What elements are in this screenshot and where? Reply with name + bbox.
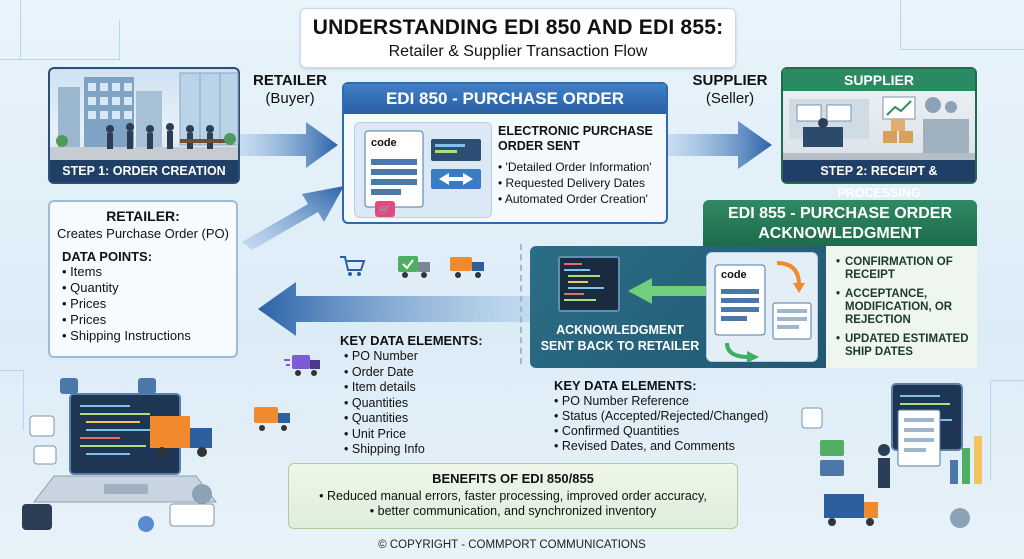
edi850-illustration: 🛒 code [354,122,492,218]
circuit-trace [0,370,24,430]
arrow-left-icon [258,282,532,336]
edi855-list: CONFIRMATION OF RECEIPT ACCEPTANCE, MODI… [836,256,971,359]
benefits-line2: • better communication, and synchronized… [369,504,657,518]
arrow-right-icon [240,122,338,168]
step1-caption: STEP 1: ORDER CREATION [50,160,238,182]
data-points-list: Items Quantity Prices Prices Shipping In… [62,264,236,344]
key-data-855-list: PO Number Reference Status (Accepted/Rej… [554,394,814,454]
key-data-855-title: KEY DATA ELEMENTS: [554,378,697,393]
list-item: Quantity [62,280,236,296]
edi850-doc-label: code [371,137,397,149]
list-item: Order Date [344,365,520,381]
circuit-trace [20,0,21,60]
edi855-title: EDI 855 - PURCHASE ORDER ACKNOWLEDGMENT [703,200,977,246]
title-box: UNDERSTANDING EDI 850 AND EDI 855: Retai… [300,8,736,68]
benefits-line1: • Reduced manual errors, faster processi… [319,489,707,503]
edi850-heading: ELECTRONIC PURCHASE ORDER SENT [498,124,653,153]
list-item: Confirmed Quantities [554,424,814,439]
list-item: Status (Accepted/Rejected/Changed) [554,409,814,424]
delivery-truck-icon [450,257,484,278]
warehouse-illustration [783,96,975,163]
ack-caption-line2: SENT BACK TO RETAILER [540,339,700,353]
list-item: PO Number Reference [554,394,814,409]
supplier-label-role: (Seller) [705,90,755,107]
benefits-title: BENEFITS OF EDI 850/855 [432,471,594,486]
shopping-cart-icon [340,256,366,276]
code-screen-icon [564,263,604,301]
list-item: ACCEPTANCE, MODIFICATION, OR REJECTION [836,288,971,327]
list-item: Items [62,264,236,280]
list-item: Prices [62,312,236,328]
circuit-trace [0,20,120,60]
arrow-left-icon [628,278,706,304]
step2-title: SUPPLIER [783,69,975,91]
list-item: Item details [344,380,520,396]
arrow-diagonal-icon [242,186,344,250]
delivery-truck-icon [284,355,320,376]
list-item: Revised Dates, and Comments [554,439,814,454]
supplier-label-name: SUPPLIER [692,72,768,89]
list-item: Shipping Info [344,442,520,458]
data-points-title: DATA POINTS: [62,249,153,264]
ack-caption: ACKNOWLEDGMENT SENT BACK TO RETAILER [536,322,704,354]
edi850-details: ELECTRONIC PURCHASE ORDER SENT 'Detailed… [498,124,666,207]
key-data-850: KEY DATA ELEMENTS: PO Number Order Date … [340,333,520,458]
edi855-title-line1: EDI 855 - PURCHASE ORDER [727,205,953,222]
edi850-title: EDI 850 - PURCHASE ORDER [344,84,666,114]
supplier-label: SUPPLIER (Seller) [680,72,780,108]
list-item: UPDATED ESTIMATED SHIP DATES [836,333,971,359]
ack-caption-line1: ACKNOWLEDGMENT [556,323,684,337]
office-building-illustration [50,72,239,164]
document-icon: 🛒 [364,130,481,217]
copyright: © COPYRIGHT - COMMPORT COMMUNICATIONS [378,539,646,551]
edi855-doc-label: code [721,269,747,281]
key-data-855: KEY DATA ELEMENTS: PO Number Reference S… [554,378,814,454]
retailer-label-name: RETAILER [253,72,327,89]
code-screen [558,256,620,312]
retailer-label: RETAILER (Buyer) [240,72,340,108]
delivery-truck-check-icon [398,256,430,278]
key-data-850-title: KEY DATA ELEMENTS: [340,333,483,348]
list-item: Requested Delivery Dates [498,175,666,191]
circuit-trace [990,380,1024,480]
list-item: PO Number [344,349,520,365]
list-item: 'Detailed Order Information' [498,159,666,175]
key-data-850-list: PO Number Order Date Item details Quanti… [344,349,520,458]
edi855-details: CONFIRMATION OF RECEIPT ACCEPTANCE, MODI… [826,246,977,368]
edi850-panel: EDI 850 - PURCHASE ORDER 🛒 code ELECTRON… [342,82,668,224]
document-icon [714,261,812,363]
list-item: Shipping Instructions [62,328,236,344]
list-item: CONFIRMATION OF RECEIPT [836,256,971,282]
page-subtitle: Retailer & Supplier Transaction Flow [388,43,648,60]
step2-panel: SUPPLIER STEP 2: RECEIPT & PROCESSING [781,67,977,200]
svg-text:🛒: 🛒 [379,203,391,216]
list-item: Prices [62,296,236,312]
edi855-illustration: code [706,252,818,363]
benefits-box: BENEFITS OF EDI 850/855 • Reduced manual… [288,463,738,529]
laptop-illustration [22,378,218,532]
edi850-list: 'Detailed Order Information' Requested D… [498,159,666,207]
list-item: Quantities [344,396,520,412]
data-analysis-illustration [801,383,982,528]
list-item: Unit Price [344,427,520,443]
dashed-connector [520,244,522,364]
list-item: Quantities [344,411,520,427]
edi855-panel: ACKNOWLEDGMENT SENT BACK TO RETAILER cod… [530,246,977,368]
retailer-card-title: RETAILER: [106,208,180,224]
list-item: Automated Order Creation' [498,191,666,207]
retailer-label-role: (Buyer) [265,90,315,107]
retailer-card: RETAILER: Creates Purchase Order (PO) DA… [48,200,238,358]
delivery-truck-icon [254,407,290,431]
arrow-right-icon [668,121,772,169]
retailer-card-subtitle: Creates Purchase Order (PO) [57,226,229,241]
edi855-title-line2: ACKNOWLEDGMENT [758,225,922,242]
page-title: UNDERSTANDING EDI 850 AND EDI 855: [312,16,724,39]
step1-panel: STEP 1: ORDER CREATION [48,67,240,184]
circuit-trace [900,0,1024,50]
step2-caption: STEP 2: RECEIPT & PROCESSING [783,160,975,200]
